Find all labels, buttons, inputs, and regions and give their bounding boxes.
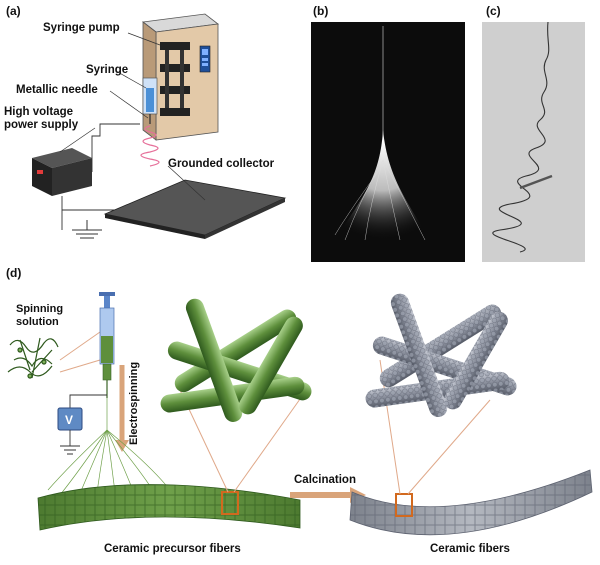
electrospinning-arrow-icon xyxy=(115,440,129,452)
label-ceramic-fibers: Ceramic fibers xyxy=(430,543,510,555)
syringe-icon xyxy=(142,77,158,124)
label-syringe-pump: Syringe pump xyxy=(43,22,120,34)
label-high-voltage-line2: power supply xyxy=(4,119,79,131)
panel-b-photo xyxy=(311,22,465,262)
label-grounded-collector: Grounded collector xyxy=(168,158,275,170)
panel-label-a: (a) xyxy=(6,4,21,18)
ceramic-highlight-box xyxy=(395,493,413,517)
label-spinning-line1: Spinning xyxy=(16,303,64,315)
panel-label-c: (c) xyxy=(486,4,501,18)
label-spinning-line2: solution xyxy=(16,316,59,328)
jet-spiral xyxy=(140,125,160,167)
power-supply-icon xyxy=(32,148,92,196)
panel-a-diagram xyxy=(32,13,287,239)
panel-a-leader-lines xyxy=(59,32,206,201)
grounded-collector-icon xyxy=(103,179,287,239)
ceramic-fiber-rods xyxy=(365,293,517,417)
spinning-syringe-icon xyxy=(99,292,115,398)
panel-label-d: (d) xyxy=(6,266,22,280)
label-precursor-fibers: Ceramic precursor fibers xyxy=(104,543,241,555)
spinning-solution-icon xyxy=(7,331,101,379)
label-calcination: Calcination xyxy=(294,474,356,486)
label-electrospinning: Electrospinning xyxy=(128,361,140,445)
label-spinning-solution: Spinning solution xyxy=(16,303,63,329)
ground-symbol-icon xyxy=(72,220,102,239)
syringe-pump-icon xyxy=(141,13,220,141)
label-high-voltage-line1: High voltage xyxy=(4,106,74,118)
label-high-voltage: High voltage power supply xyxy=(4,106,78,132)
precursor-fiber-rods xyxy=(160,298,312,422)
label-syringe: Syringe xyxy=(86,64,129,76)
label-metallic-needle: Metallic needle xyxy=(16,84,98,96)
panel-d-diagram xyxy=(7,292,593,536)
panel-c-photo xyxy=(482,21,585,262)
voltmeter-label: V xyxy=(65,413,74,427)
panel-label-b: (b) xyxy=(313,4,329,18)
precursor-highlight-box xyxy=(221,491,239,515)
